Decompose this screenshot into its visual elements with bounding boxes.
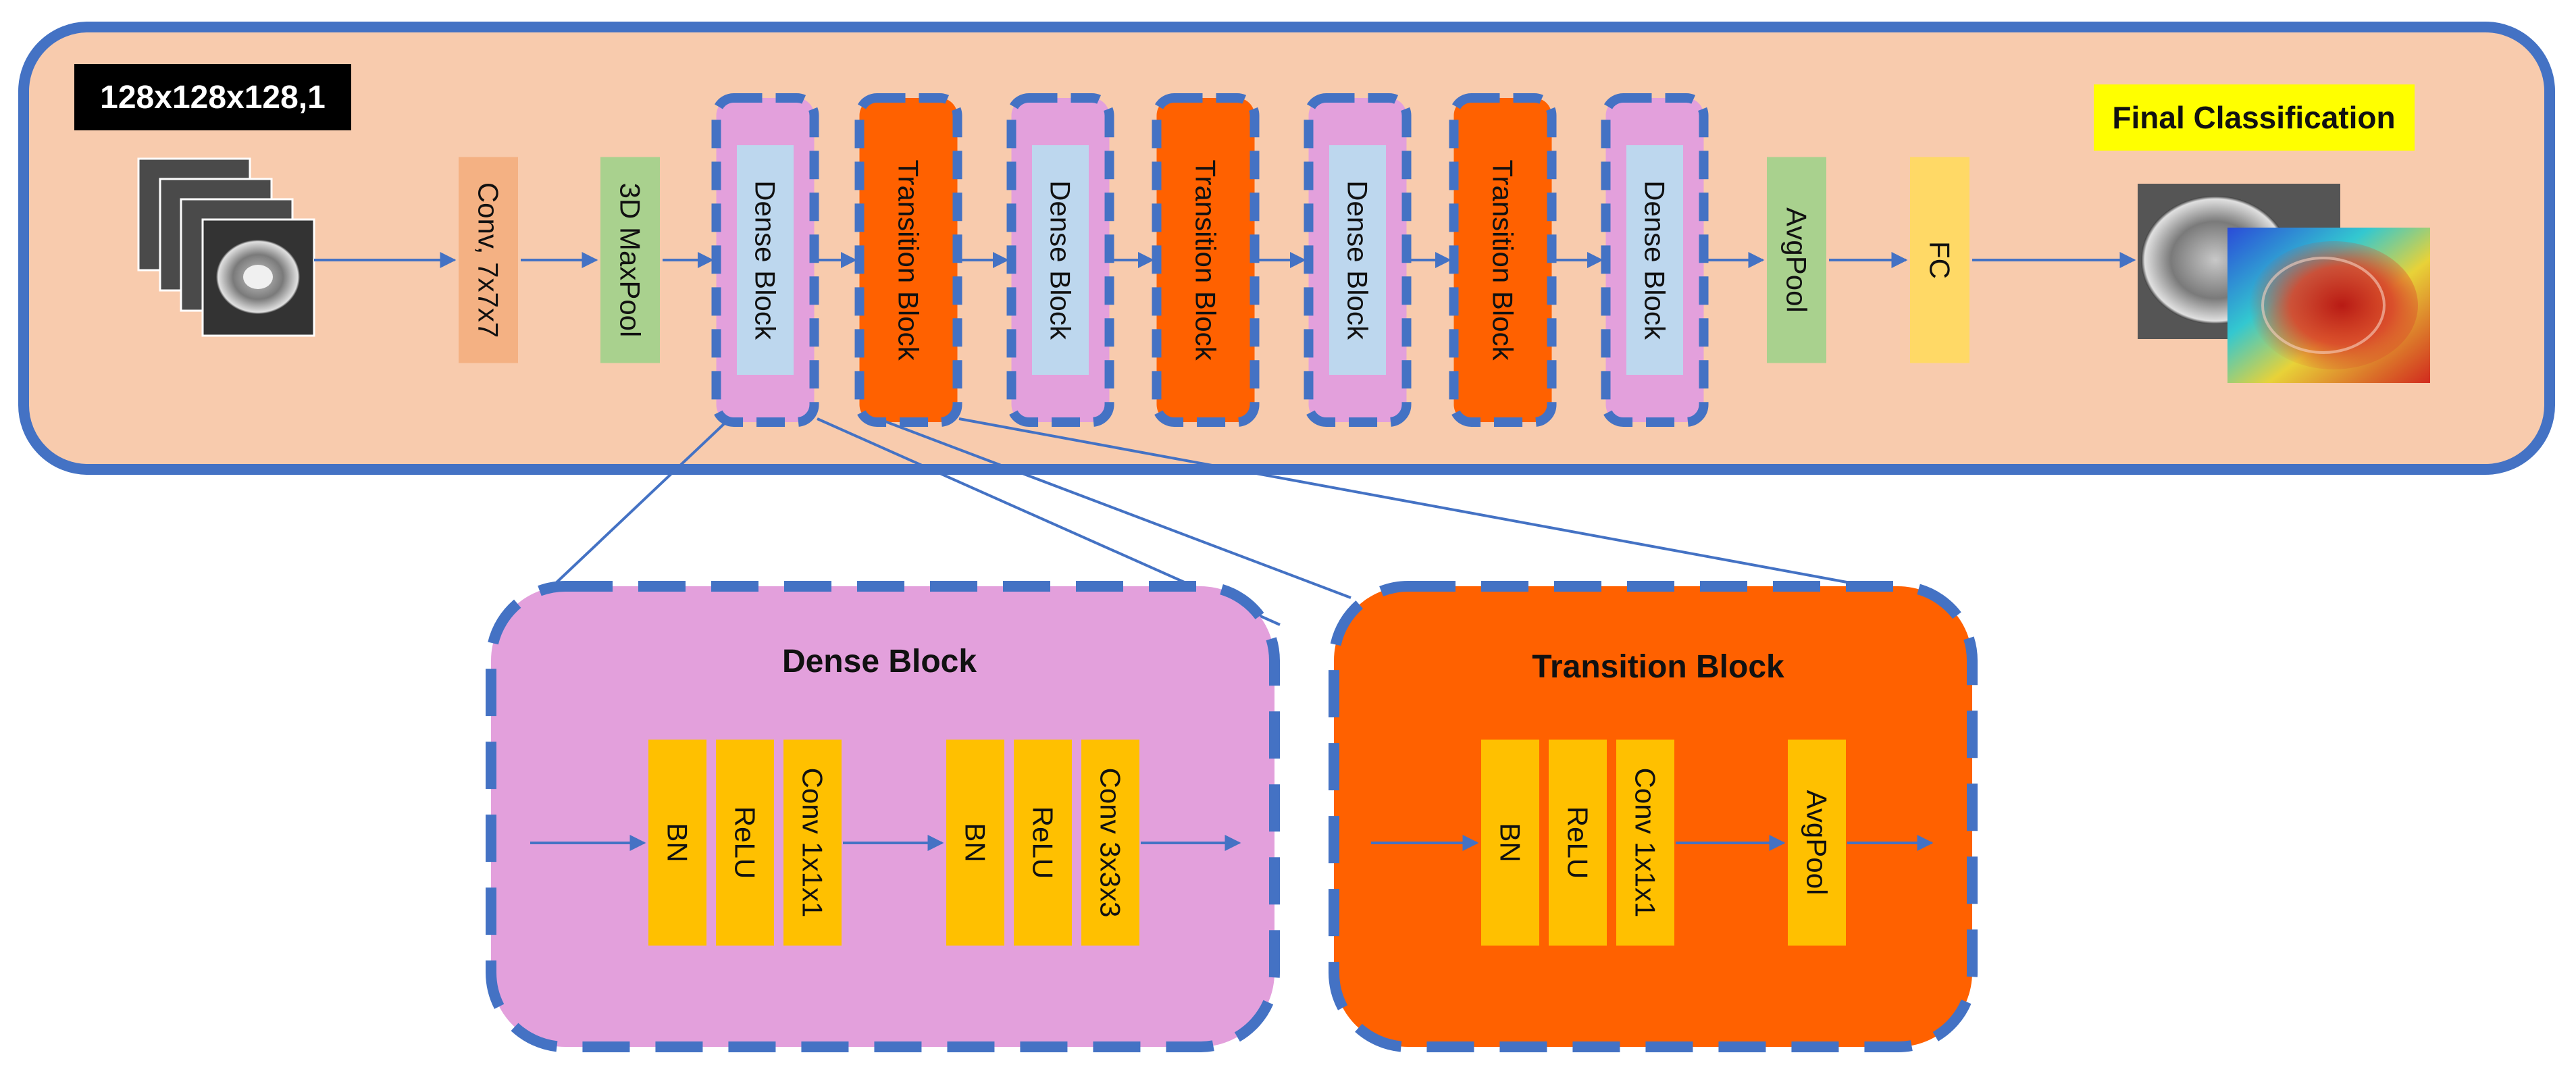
transition-detail-layers: BN ReLU Conv 1x1x1 AvgPool [1371,740,1934,946]
pipeline-fc-11-label: FC [1924,241,1956,279]
dense-block-title: Dense Block [782,644,977,679]
transition-layer-avgpool-4 [1788,740,1846,946]
dense-layer-relu-2 [716,740,774,946]
final-classification-label: Final Classification [2112,100,2395,135]
input-image-stack [137,157,315,337]
pipeline-avgpool-10 [1767,157,1826,363]
pipeline-dense-block-9-inner [1626,145,1683,375]
pipeline-transition-block-4 [854,93,962,427]
dense-layer-conv-1x1x1-3-label: Conv 1x1x1 [797,768,829,918]
transition-layer-avgpool-4-label: AvgPool [1801,790,1833,896]
pipeline-dense-block-3-label: Dense Block [750,180,781,340]
pipeline-transition-block-8-label: Transition Block [1487,159,1519,361]
dense-layer-bn-1-label: BN [662,823,694,862]
output-cam-images [2138,184,2430,383]
pipeline-transition-block-6-label: Transition Block [1190,159,1222,361]
transition-layer-relu-2-label: ReLU [1562,806,1594,879]
pipeline-dense-block-5-inner [1032,145,1089,375]
pipeline-3d-maxpool-2-label: 3D MaxPool [615,183,646,338]
dense-layer-conv-3x3x3-6-label: Conv 3x3x3 [1095,768,1127,918]
dense-layer-conv-1x1x1-3 [783,740,842,946]
pipeline-dense-block-5-label: Dense Block [1045,180,1077,340]
transition-block-title: Transition Block [1532,649,1784,685]
pipeline-transition-block-8 [1449,93,1557,427]
pipeline-avgpool-10-label: AvgPool [1781,207,1813,313]
pipeline-dense-block-3-inner [737,145,794,375]
dense-layer-relu-5 [1014,740,1072,946]
dense-layer-relu-2-label: ReLU [729,806,761,879]
pipeline-dense-block-7-inner [1329,145,1386,375]
transition-layer-bn-1-label: BN [1495,823,1526,862]
final-classification-badge [2094,84,2415,151]
dense-layer-conv-3x3x3-6 [1081,740,1139,946]
dense-layer-bn-4 [946,740,1004,946]
pipeline-conv-7x7x7-1 [459,157,518,363]
transition-layer-relu-2 [1549,740,1607,946]
dense-layer-relu-5-label: ReLU [1027,806,1059,879]
pipeline-dense-block-9-label: Dense Block [1639,180,1671,340]
input-size-badge [74,64,351,130]
pipeline-dense-block-7-label: Dense Block [1342,180,1374,340]
pipeline-transition-block-4-label: Transition Block [893,159,925,361]
transition-layer-bn-1 [1481,740,1539,946]
dense-layer-bn-1 [648,740,706,946]
pipeline-3d-maxpool-2 [600,157,660,363]
pipeline-fc-11 [1910,157,1969,363]
pipeline-transition-block-6 [1152,93,1260,427]
pipeline-conv-7x7x7-1-label: Conv, 7x7x7 [473,182,505,338]
dense-detail-layers: BN ReLU Conv 1x1x1 BN ReLU Conv 3x3x3 [530,740,1241,946]
input-size-label: 128x128x128,1 [100,80,326,115]
transition-layer-conv-1x1x1-3-label: Conv 1x1x1 [1630,768,1661,918]
dense-layer-bn-4-label: BN [960,823,991,862]
pipeline-blocks: Conv, 7x7x7 3D MaxPool Dense Block Transiti… [314,93,2136,427]
transition-layer-conv-1x1x1-3 [1616,740,1674,946]
